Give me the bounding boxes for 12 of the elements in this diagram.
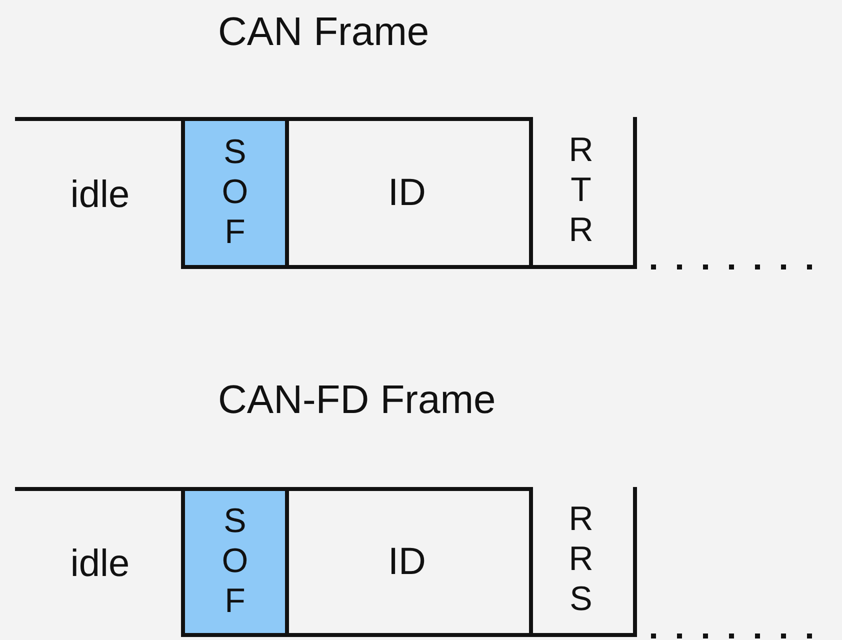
field-label: idle xyxy=(70,542,130,586)
sof-bit-box xyxy=(181,117,289,269)
sof-bit-box xyxy=(181,487,289,637)
field-abbreviation: RRS xyxy=(564,500,598,620)
field-label: ID xyxy=(388,540,426,584)
field-abbreviation: SOF xyxy=(218,502,252,622)
field-abbreviation: SOF xyxy=(218,133,252,253)
field-label: ID xyxy=(388,172,426,214)
frame-heading: CAN-FD Frame xyxy=(218,378,496,423)
frame-heading: CAN Frame xyxy=(218,10,430,55)
field-label: idle xyxy=(70,174,130,216)
field-abbreviation: RTR xyxy=(564,131,598,251)
